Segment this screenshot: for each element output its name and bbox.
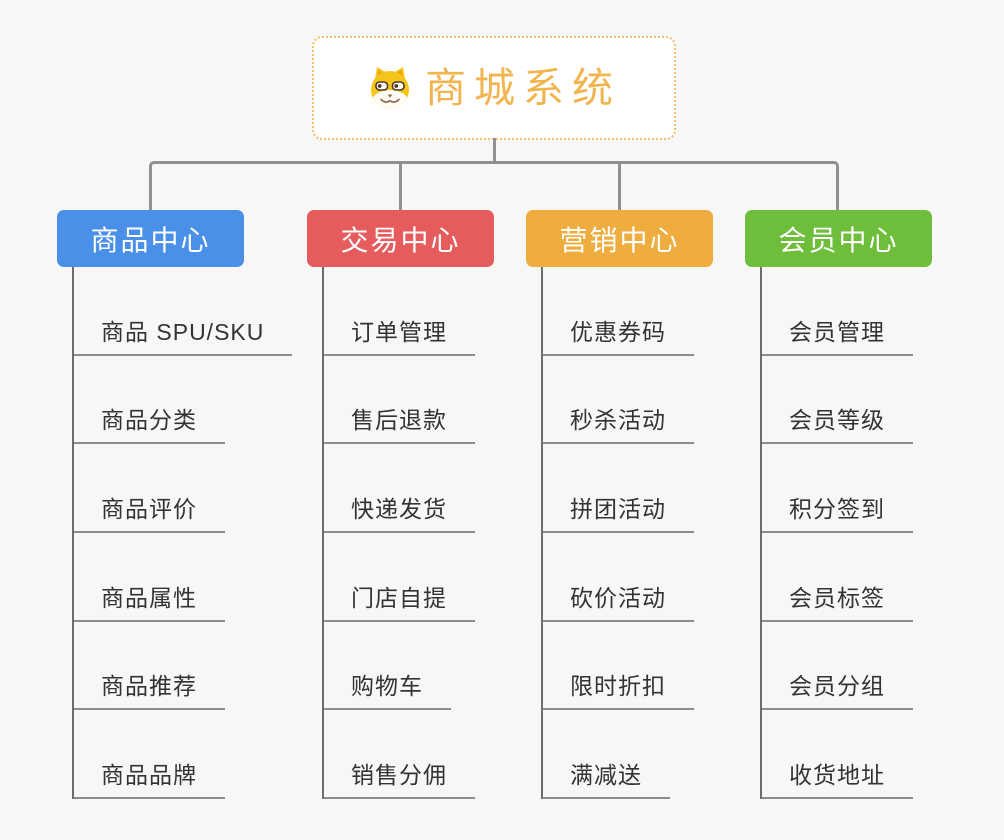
child-topic[interactable]: 订单管理 bbox=[324, 267, 475, 356]
connector-drop bbox=[399, 163, 402, 211]
child-topic[interactable]: 商品分类 bbox=[74, 356, 225, 445]
branch-topic[interactable]: 交易中心 bbox=[307, 210, 494, 267]
child-topic[interactable]: 售后退款 bbox=[324, 356, 475, 445]
child-topic[interactable]: 销售分佣 bbox=[324, 710, 475, 799]
child-topic[interactable]: 商品属性 bbox=[74, 533, 225, 622]
child-topic[interactable]: 秒杀活动 bbox=[543, 356, 694, 445]
child-topic[interactable]: 限时折扣 bbox=[543, 622, 694, 711]
branch-topic[interactable]: 营销中心 bbox=[526, 210, 713, 267]
child-topic[interactable]: 商品推荐 bbox=[74, 622, 225, 711]
child-topic[interactable]: 优惠券码 bbox=[543, 267, 694, 356]
branch: 营销中心 优惠券码秒杀活动拼团活动砍价活动限时折扣满减送 bbox=[526, 210, 766, 799]
branch: 交易中心 订单管理售后退款快递发货门店自提购物车销售分佣 bbox=[307, 210, 547, 799]
child-topic[interactable]: 满减送 bbox=[543, 710, 670, 799]
child-topic[interactable]: 快递发货 bbox=[324, 444, 475, 533]
child-topic[interactable]: 商品 SPU/SKU bbox=[74, 267, 293, 356]
child-topic[interactable]: 会员标签 bbox=[762, 533, 913, 622]
root-topic[interactable]: 商城系统 bbox=[312, 36, 676, 140]
branch-topic[interactable]: 商品中心 bbox=[57, 210, 244, 267]
child-topic[interactable]: 会员等级 bbox=[762, 356, 913, 445]
connector-bus bbox=[149, 161, 839, 211]
child-topic[interactable]: 收货地址 bbox=[762, 710, 913, 799]
branch-topic[interactable]: 会员中心 bbox=[745, 210, 932, 267]
child-topic[interactable]: 购物车 bbox=[324, 622, 451, 711]
branch: 会员中心 会员管理会员等级积分签到会员标签会员分组收货地址 bbox=[745, 210, 985, 799]
child-topic[interactable]: 拼团活动 bbox=[543, 444, 694, 533]
connector-drop bbox=[618, 163, 621, 211]
child-topic[interactable]: 门店自提 bbox=[324, 533, 475, 622]
child-topic[interactable]: 砍价活动 bbox=[543, 533, 694, 622]
child-topic[interactable]: 积分签到 bbox=[762, 444, 913, 533]
dog-face-icon bbox=[367, 65, 413, 111]
root-topic-label: 商城系统 bbox=[425, 64, 621, 111]
branch-children: 会员管理会员等级积分签到会员标签会员分组收货地址 bbox=[760, 267, 985, 799]
branch-children: 优惠券码秒杀活动拼团活动砍价活动限时折扣满减送 bbox=[541, 267, 766, 799]
branch-children: 订单管理售后退款快递发货门店自提购物车销售分佣 bbox=[322, 267, 547, 799]
child-topic[interactable]: 商品评价 bbox=[74, 444, 225, 533]
child-topic[interactable]: 会员分组 bbox=[762, 622, 913, 711]
child-topic[interactable]: 商品品牌 bbox=[74, 710, 225, 799]
connector-root-stub bbox=[493, 138, 496, 164]
child-topic[interactable]: 会员管理 bbox=[762, 267, 913, 356]
